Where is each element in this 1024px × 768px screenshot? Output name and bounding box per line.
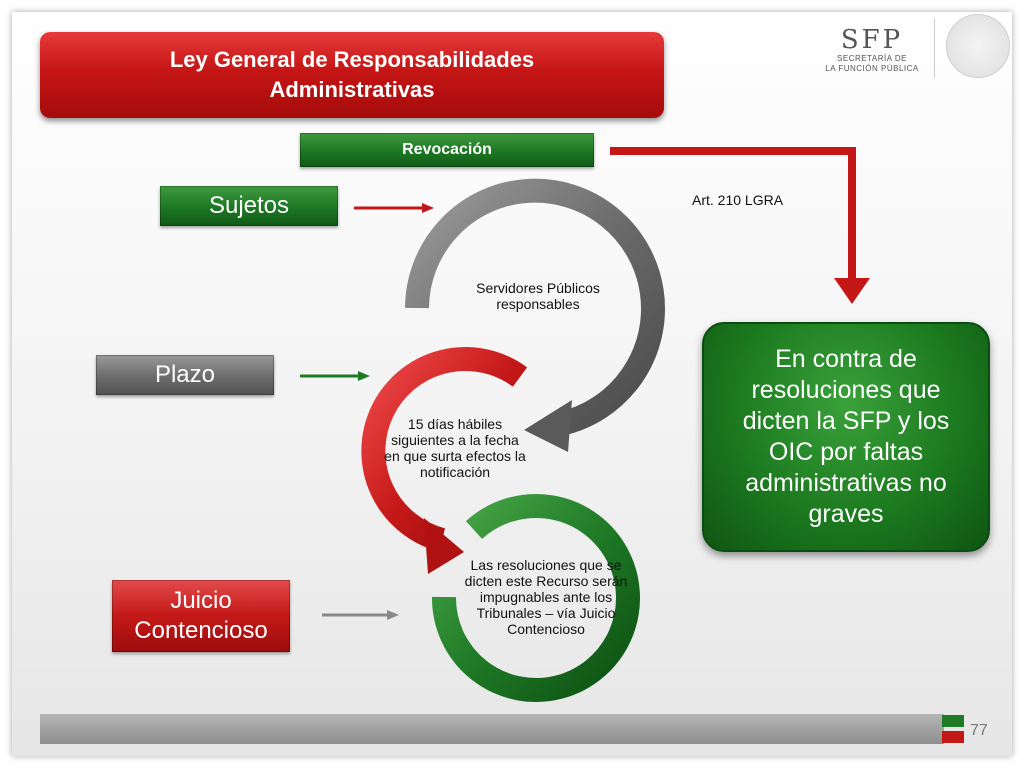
title-line-1: Ley General de Responsabilidades xyxy=(169,47,535,72)
gray-ring xyxy=(405,178,665,436)
logo-name: SFP xyxy=(840,25,904,55)
juicio-arrowhead xyxy=(387,610,399,620)
title-banner: Ley General de Responsabilidades Adminis… xyxy=(40,32,664,118)
red-ring xyxy=(361,347,528,552)
national-seal-icon xyxy=(946,14,1010,78)
red-ring-arrowhead xyxy=(424,518,464,574)
sfp-logo: SFP SECRETARÍA DE LA FUNCIÓN PÚBLICA xyxy=(816,26,928,84)
sujetos-label: Sujetos xyxy=(160,186,338,226)
logo-line-1: SECRETARÍA DE xyxy=(837,54,907,63)
logo-separator xyxy=(934,18,935,78)
revocacion-label: Revocación xyxy=(300,133,594,167)
juicio-line-2: Contencioso xyxy=(134,617,268,644)
juicio-contencioso-label: Juicio Contencioso xyxy=(112,580,290,652)
title-line-2: Administrativas xyxy=(269,77,435,102)
green-ring xyxy=(431,494,640,702)
revocacion-connector xyxy=(610,147,856,282)
page-number: 77 xyxy=(970,722,988,739)
gray-ring-arrowhead xyxy=(524,400,572,452)
plazo-label: Plazo xyxy=(96,355,274,395)
plazo-arrowhead xyxy=(358,371,370,381)
flag-green-icon xyxy=(942,715,964,727)
servidores-text: Servidores Públicos responsables xyxy=(476,280,600,312)
resoluciones-text: Las resoluciones que se dicten este Recu… xyxy=(464,557,628,637)
juicio-line-1: Juicio xyxy=(170,587,232,614)
flag-red-icon xyxy=(942,731,964,743)
plazo-text: 15 días hábiles siguientes a la fecha en… xyxy=(384,416,526,480)
footer-bar xyxy=(40,714,944,744)
article-reference: Art. 210 LGRA xyxy=(692,192,784,208)
logo-line-2: LA FUNCIÓN PÚBLICA xyxy=(825,64,919,73)
slide: Ley General de Responsabilidades Adminis… xyxy=(12,12,1012,756)
resoluciones-box: En contra de resoluciones que dicten la … xyxy=(702,322,990,552)
revocacion-arrowhead xyxy=(834,278,870,304)
diagram-graphics xyxy=(300,147,870,702)
sujetos-arrowhead xyxy=(422,203,434,213)
